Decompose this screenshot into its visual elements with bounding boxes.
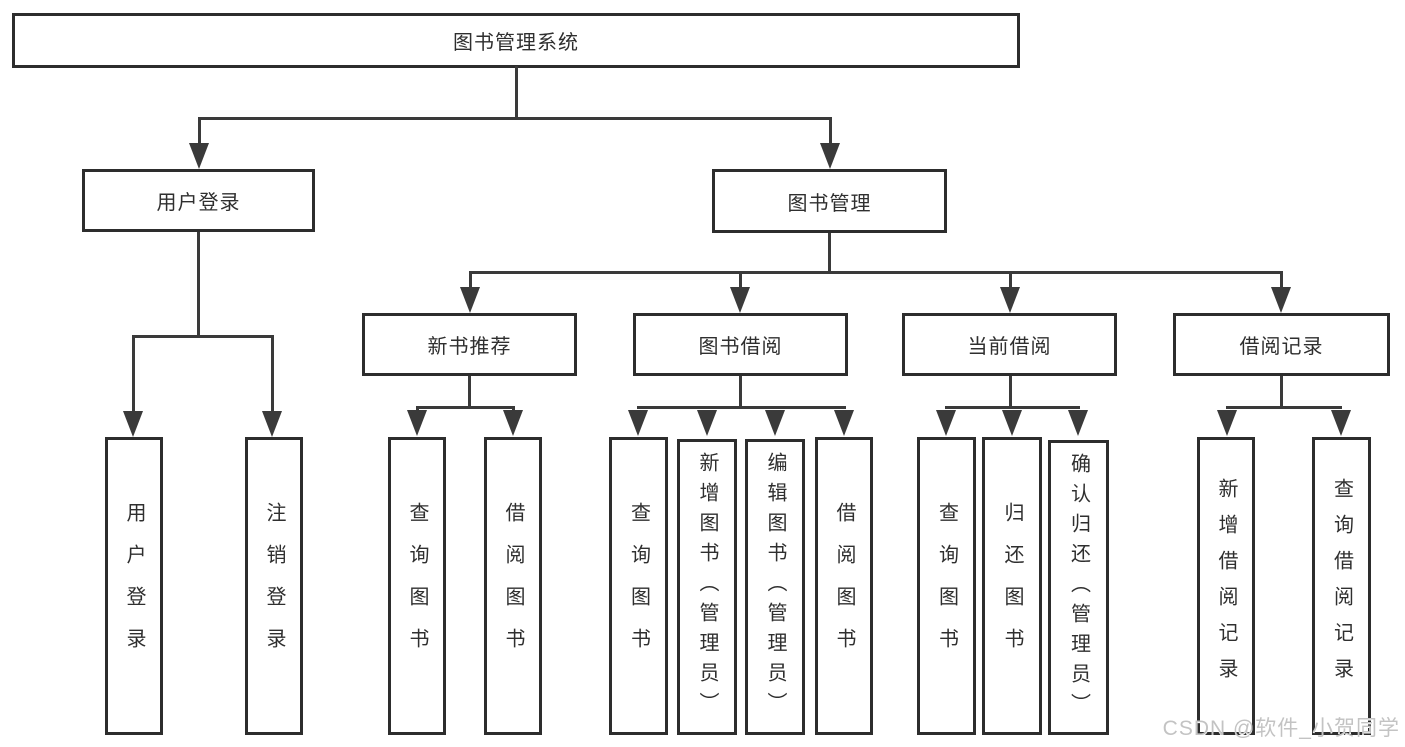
connector-line: [416, 406, 515, 409]
connector-line: [1280, 271, 1283, 291]
node-user-login: 用户登录: [82, 169, 315, 232]
connector-line: [637, 406, 846, 409]
connector-line: [198, 117, 201, 147]
connector-line: [198, 117, 832, 120]
leaf-records-add-record: 新增借阅记录: [1197, 437, 1255, 735]
leaf-current-return-books-label: 归还图书: [1001, 502, 1023, 670]
leaf-logout: 注销登录: [245, 437, 303, 735]
leaf-user-login: 用户登录: [105, 437, 163, 735]
node-user-login-label: 用户登录: [156, 192, 241, 214]
arrow-down-icon: [820, 143, 840, 169]
arrow-down-icon: [697, 410, 717, 436]
connector-line: [469, 271, 1283, 274]
leaf-recommend-query-books-label: 查询图书: [406, 502, 428, 670]
leaf-borrowing-add-books-label: 新增图书（管理员）: [696, 452, 718, 722]
arrow-down-icon: [730, 287, 750, 313]
leaf-borrowing-add-books: 新增图书（管理员）: [677, 439, 737, 735]
connector-line: [739, 271, 742, 291]
leaf-borrowing-edit-books-label: 编辑图书（管理员）: [764, 452, 786, 722]
arrow-down-icon: [1217, 410, 1237, 436]
connector-line: [468, 376, 471, 406]
leaf-borrowing-query-books-label: 查询图书: [627, 502, 650, 670]
arrow-down-icon: [123, 411, 143, 437]
arrow-down-icon: [262, 411, 282, 437]
leaf-records-add-record-label: 新增借阅记录: [1215, 478, 1237, 694]
node-book-management-label: 图书管理: [787, 192, 872, 215]
arrow-down-icon: [1331, 410, 1351, 436]
connector-line: [132, 335, 135, 413]
arrow-down-icon: [503, 410, 523, 436]
leaf-borrowing-borrow-books-label: 借阅图书: [833, 502, 855, 670]
node-book-management: 图书管理: [712, 169, 947, 233]
leaf-recommend-borrow-books: 借阅图书: [484, 437, 542, 735]
connector-line: [1280, 376, 1283, 406]
connector-line: [469, 271, 472, 291]
leaf-current-query-books: 查询图书: [917, 437, 976, 735]
leaf-current-confirm-return-label: 确认归还（管理员）: [1067, 452, 1090, 723]
connector-line: [828, 233, 831, 271]
arrow-down-icon: [407, 410, 427, 436]
arrow-down-icon: [834, 410, 854, 436]
csdn-watermark: CSDN @软件_小贺同学: [1162, 717, 1400, 740]
connector-line: [829, 117, 832, 147]
arrow-down-icon: [936, 410, 956, 436]
node-root-label: 图书管理系统: [453, 32, 579, 54]
connector-line: [1009, 376, 1012, 406]
leaf-current-query-books-label: 查询图书: [935, 502, 958, 670]
connector-line: [945, 406, 1080, 409]
leaf-current-return-books: 归还图书: [982, 437, 1042, 735]
connector-line: [515, 66, 518, 117]
arrow-down-icon: [765, 410, 785, 436]
node-new-book-recommend-label: 新书推荐: [427, 336, 512, 358]
node-current-borrowing-label: 当前借阅: [967, 336, 1052, 358]
leaf-recommend-query-books: 查询图书: [388, 437, 446, 735]
arrow-down-icon: [189, 143, 209, 169]
leaf-borrowing-edit-books: 编辑图书（管理员）: [745, 439, 805, 735]
leaf-records-query-record-label: 查询借阅记录: [1330, 478, 1353, 694]
node-book-borrowing: 图书借阅: [633, 313, 848, 376]
node-root: 图书管理系统: [12, 13, 1020, 68]
connector-line: [739, 376, 742, 406]
arrow-down-icon: [1068, 410, 1088, 436]
leaf-records-query-record: 查询借阅记录: [1312, 437, 1371, 735]
connector-line: [1009, 271, 1012, 291]
arrow-down-icon: [1271, 287, 1291, 313]
leaf-current-confirm-return: 确认归还（管理员）: [1048, 440, 1109, 735]
node-borrow-records: 借阅记录: [1173, 313, 1390, 376]
node-current-borrowing: 当前借阅: [902, 313, 1117, 376]
leaf-recommend-borrow-books-label: 借阅图书: [502, 502, 524, 670]
leaf-user-login-label: 用户登录: [123, 502, 145, 670]
node-borrow-records-label: 借阅记录: [1239, 336, 1324, 358]
connector-line: [1226, 406, 1342, 409]
connector-line: [271, 335, 274, 413]
leaf-logout-label: 注销登录: [263, 502, 285, 670]
node-new-book-recommend: 新书推荐: [362, 313, 577, 376]
arrow-down-icon: [460, 287, 480, 313]
arrow-down-icon: [1002, 410, 1022, 436]
leaf-borrowing-borrow-books: 借阅图书: [815, 437, 873, 735]
connector-line: [197, 232, 200, 335]
arrow-down-icon: [1000, 287, 1020, 313]
arrow-down-icon: [628, 410, 648, 436]
leaf-borrowing-query-books: 查询图书: [609, 437, 668, 735]
connector-line: [132, 335, 274, 338]
node-book-borrowing-label: 图书借阅: [698, 336, 783, 358]
